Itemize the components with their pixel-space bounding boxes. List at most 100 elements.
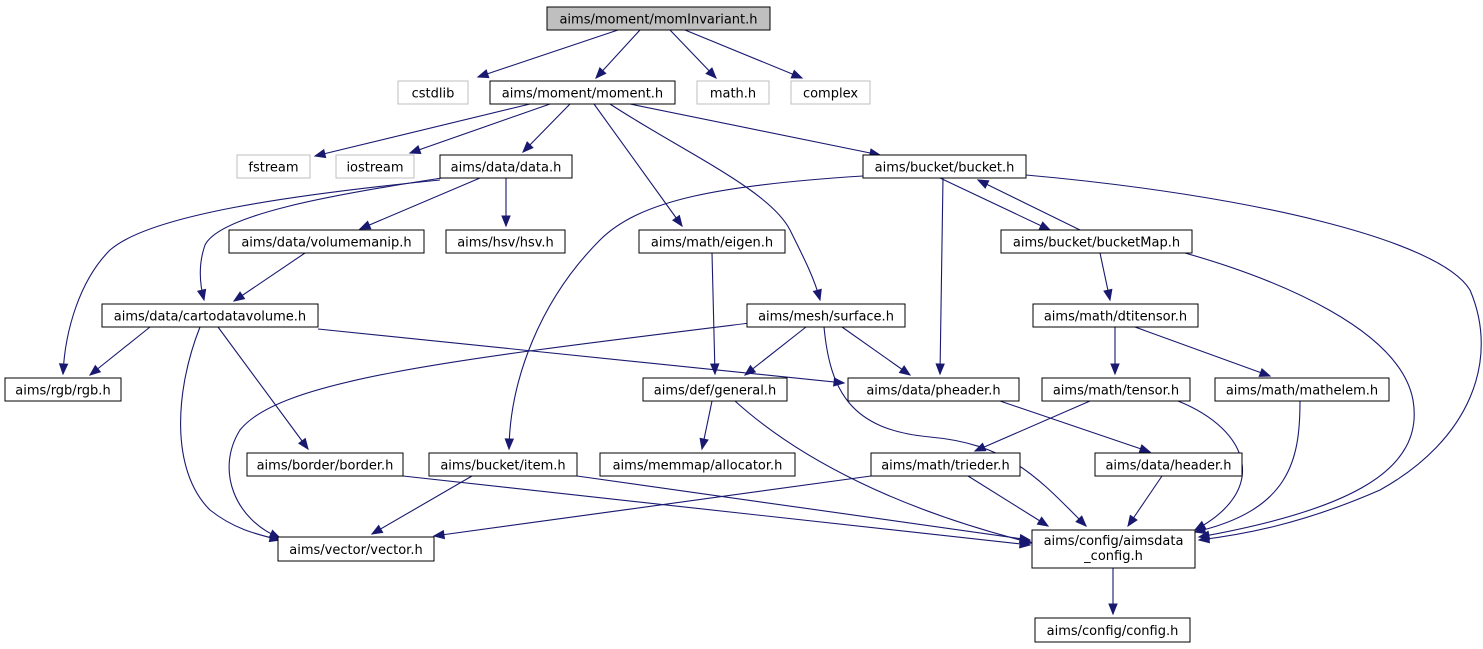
edge-surface-to-pheader — [841, 326, 912, 376]
edge-data-to-rgb — [58, 179, 441, 376]
node-box — [642, 377, 788, 402]
node-config[interactable]: aims/config/config.h — [1034, 617, 1191, 643]
node-data[interactable]: aims/data/data.h — [439, 154, 573, 179]
node-volumemanip[interactable]: aims/data/volumemanip.h — [228, 229, 425, 254]
node-header[interactable]: aims/data/header.h — [1094, 452, 1243, 477]
edge-general-to-allocator — [699, 400, 713, 451]
node-box — [546, 6, 771, 31]
arrowhead — [232, 291, 246, 302]
node-label: aims/moment/moment.h — [502, 87, 663, 102]
node-hsv[interactable]: aims/hsv/hsv.h — [445, 229, 566, 254]
node-label: aims/memmap/allocator.h — [613, 459, 783, 474]
arrowhead — [833, 377, 846, 387]
arrowhead — [408, 145, 422, 155]
edge-aimsdata_config-to-config — [1108, 568, 1118, 616]
node-box — [1041, 377, 1191, 402]
node-dtitensor[interactable]: aims/math/dtitensor.h — [1032, 303, 1199, 328]
node-rgb[interactable]: aims/rgb/rgb.h — [4, 377, 122, 402]
node-label: aims/math/tensor.h — [1053, 384, 1179, 399]
edge-moment-to-fstream — [313, 103, 531, 159]
node-label: aims/data/volumemanip.h — [241, 236, 411, 251]
node-bucket[interactable]: aims/bucket/bucket.h — [862, 154, 1027, 179]
node-general[interactable]: aims/def/general.h — [642, 377, 788, 402]
node-bucketMap[interactable]: aims/bucket/bucketMap.h — [1000, 229, 1193, 254]
edge-momInvariant-to-moment — [595, 29, 641, 79]
arrowhead — [58, 363, 69, 376]
arrowhead — [935, 363, 945, 376]
node-iostream: iostream — [335, 154, 415, 179]
arrowhead — [1138, 444, 1152, 454]
arrowhead — [1193, 524, 1207, 535]
arrowhead — [1103, 288, 1113, 302]
node-label: aims/config/aimsdata — [1044, 534, 1184, 549]
node-mathelem[interactable]: aims/math/mathelem.h — [1214, 377, 1390, 402]
node-box — [228, 229, 425, 254]
node-box — [1094, 452, 1243, 477]
node-aimsdata_config[interactable]: aims/config/aimsdata_config.h — [1031, 529, 1196, 569]
node-label: cstdlib — [412, 87, 455, 102]
node-label: aims/math/dtitensor.h — [1044, 310, 1187, 325]
node-box — [101, 303, 319, 328]
node-label: aims/math/eigen.h — [651, 236, 773, 251]
arrowhead — [1110, 363, 1120, 376]
arrowhead — [196, 288, 207, 302]
edge-trieder-to-aimsdata_config — [967, 475, 1050, 527]
edge-bucketMap-to-bucket — [976, 179, 1081, 231]
edge-surface-to-aimsdata_config — [823, 326, 1087, 527]
arrowhead — [672, 214, 683, 228]
edge-border-to-aimsdata_config — [402, 475, 1032, 549]
node-allocator[interactable]: aims/memmap/allocator.h — [599, 452, 796, 477]
edge-pheader-to-header — [999, 400, 1152, 454]
node-cstdlib: cstdlib — [397, 80, 469, 105]
node-eigen[interactable]: aims/math/eigen.h — [638, 229, 786, 254]
node-complex: complex — [790, 80, 871, 105]
edge-bucketMap-to-dtitensor — [1099, 252, 1113, 302]
node-momInvariant[interactable]: aims/moment/momInvariant.h — [546, 6, 771, 31]
node-vector[interactable]: aims/vector/vector.h — [277, 536, 435, 562]
node-cartodatavolume[interactable]: aims/data/cartodatavolume.h — [101, 303, 319, 328]
node-item[interactable]: aims/bucket/item.h — [428, 452, 578, 477]
arrowhead — [595, 67, 607, 79]
node-label: aims/data/header.h — [1105, 459, 1231, 474]
edge-bucket-to-bucketMap — [939, 177, 1052, 231]
edge-item-to-aimsdata_config — [576, 475, 1032, 544]
node-box — [4, 377, 122, 402]
node-label: iostream — [346, 161, 403, 176]
node-pheader[interactable]: aims/data/pheader.h — [847, 377, 1020, 402]
edge-eigen-to-general — [710, 252, 720, 376]
edge-bucketMap-to-aimsdata_config — [1184, 252, 1415, 540]
arrowhead — [976, 179, 990, 189]
node-fstream: fstream — [236, 154, 311, 179]
edge-cartodatavolume-to-rgb — [88, 326, 151, 376]
node-box — [790, 80, 871, 105]
edge-data-to-cartodatavolume — [196, 177, 443, 302]
node-box — [445, 229, 566, 254]
node-box — [1034, 617, 1191, 643]
node-box — [862, 154, 1027, 179]
arrowhead — [522, 141, 534, 153]
arrowhead — [973, 442, 987, 452]
node-surface[interactable]: aims/mesh/surface.h — [746, 303, 906, 328]
node-trieder[interactable]: aims/math/trieder.h — [870, 452, 1021, 477]
node-moment[interactable]: aims/moment/moment.h — [489, 80, 676, 105]
node-box — [489, 80, 676, 105]
edge-moment-to-bucket — [629, 103, 882, 158]
arrowhead — [790, 69, 804, 79]
edge-bucket-to-item — [504, 175, 864, 451]
arrowhead — [1197, 530, 1211, 540]
node-box — [847, 377, 1020, 402]
edge-surface-to-general — [743, 326, 807, 376]
arrowhead — [370, 524, 384, 535]
node-label: aims/bucket/item.h — [440, 459, 565, 474]
arrowhead — [504, 438, 515, 451]
edge-dtitensor-to-tensor — [1110, 327, 1120, 376]
edge-cartodatavolume-to-vector — [180, 326, 282, 543]
node-label: aims/bucket/bucket.h — [875, 161, 1015, 176]
edge-moment-to-iostream — [408, 103, 551, 155]
node-math: math.h — [696, 80, 770, 105]
node-border[interactable]: aims/border/border.h — [246, 452, 404, 477]
arrowhead — [1018, 533, 1032, 544]
node-label: aims/math/trieder.h — [881, 459, 1010, 474]
node-tensor[interactable]: aims/math/tensor.h — [1041, 377, 1191, 402]
